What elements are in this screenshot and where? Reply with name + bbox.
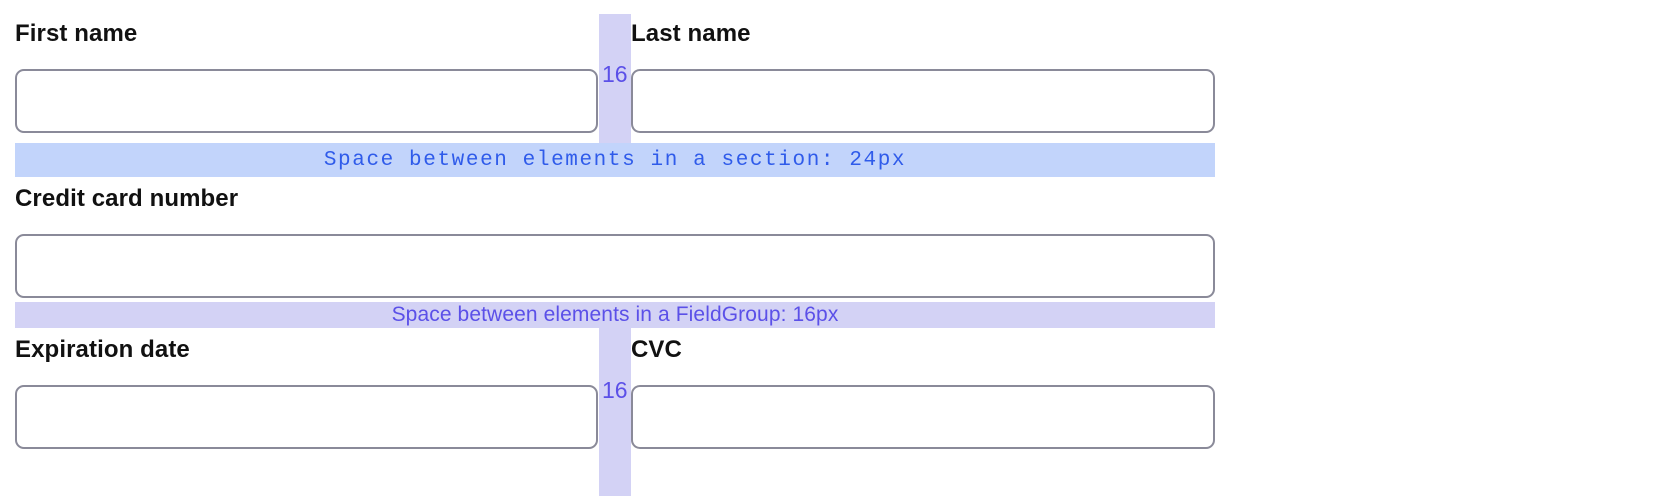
section-spacing-label: Space between elements in a section: 24p… (323, 148, 907, 172)
input-cvc[interactable] (631, 385, 1215, 449)
input-credit-card-number[interactable] (15, 234, 1215, 298)
input-expiration-date[interactable] (15, 385, 598, 449)
fieldgroup-spacing-bar: Space between elements in a FieldGroup: … (15, 302, 1215, 328)
input-last-name[interactable] (631, 69, 1215, 133)
label-credit-card-number: Credit card number (15, 185, 239, 212)
column-gap-value-name-row: 16 (602, 61, 628, 87)
fieldgroup-spacing-label: Space between elements in a FieldGroup: … (391, 303, 839, 326)
input-first-name[interactable] (15, 69, 598, 133)
column-gap-marker-card-row (599, 328, 631, 496)
label-expiration-date: Expiration date (15, 336, 190, 363)
label-cvc: CVC (631, 336, 682, 363)
column-gap-value-card-row: 16 (602, 377, 628, 403)
label-first-name: First name (15, 20, 138, 47)
label-last-name: Last name (631, 20, 751, 47)
column-gap-marker-name-row (599, 14, 631, 143)
section-spacing-bar: Space between elements in a section: 24p… (15, 143, 1215, 177)
